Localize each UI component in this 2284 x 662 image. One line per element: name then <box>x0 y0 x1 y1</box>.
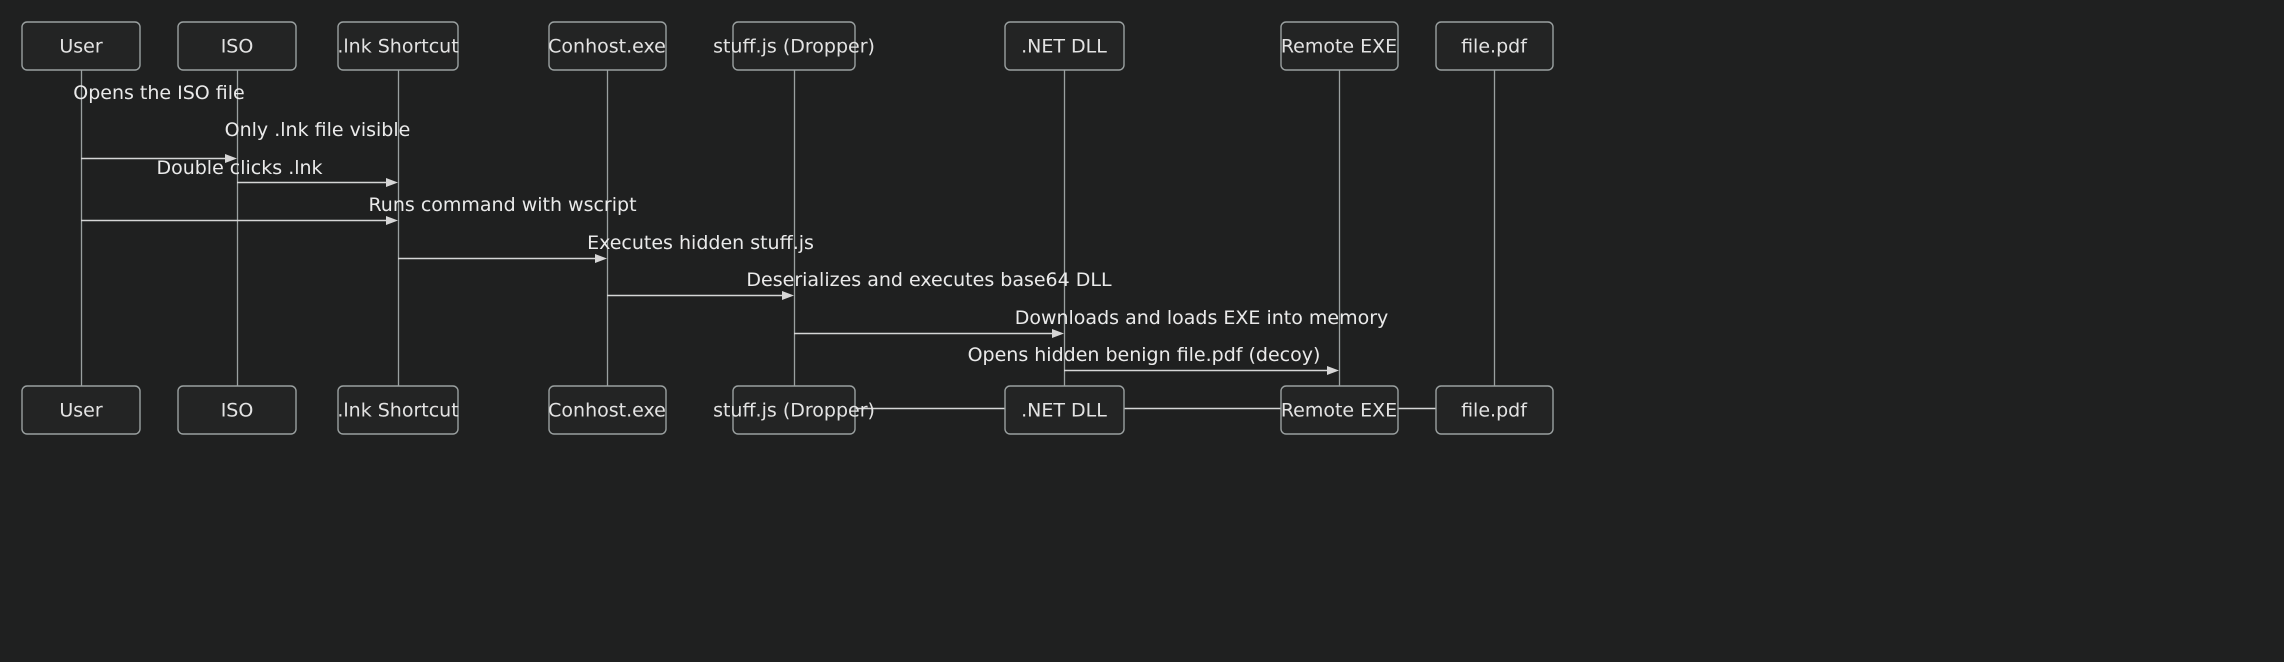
actor-top-user[interactable]: User <box>21 21 141 71</box>
actor-bottom-iso[interactable]: ISO <box>177 385 297 435</box>
actor-top-remote[interactable]: Remote EXE <box>1280 21 1399 71</box>
actor-label-remote: Remote EXE <box>1281 36 1397 58</box>
message-6: Deserializes and executes base64 DLL <box>746 269 1112 338</box>
message-5: Executes hidden stuff.js <box>587 232 814 300</box>
actor-box-remote <box>1280 385 1399 435</box>
actor-box-iso <box>177 385 297 435</box>
message-1: Opens the ISO file <box>73 82 245 163</box>
actor-bottom-netdll[interactable]: .NET DLL <box>1004 385 1125 435</box>
actor-box-conhost <box>548 385 667 435</box>
message-7: Downloads and loads EXE into memory <box>1015 307 1389 375</box>
actor-label-lnk: .lnk Shortcut <box>337 400 458 422</box>
actor-box-stuffjs <box>732 385 856 435</box>
actor-label-remote: Remote EXE <box>1281 400 1397 422</box>
message-arrowhead-7 <box>1327 366 1339 375</box>
message-arrowhead-2 <box>386 178 398 187</box>
message-arrowhead-4 <box>595 254 607 263</box>
message-label-7: Downloads and loads EXE into memory <box>1015 307 1389 329</box>
actor-top-iso[interactable]: ISO <box>177 21 297 71</box>
message-label-2: Only .lnk file visible <box>225 119 411 141</box>
message-label-5: Executes hidden stuff.js <box>587 232 814 254</box>
actor-top-lnk[interactable]: .lnk Shortcut <box>337 21 459 71</box>
top-actor-boxes-layer: User ISO .lnk Shortcut Conhost.exe stuff.js … <box>21 21 1554 71</box>
message-label-8: Opens hidden benign file.pdf (decoy) <box>968 344 1321 366</box>
actor-box-lnk <box>337 385 459 435</box>
actor-box-user <box>21 385 141 435</box>
actor-label-user: User <box>59 36 102 58</box>
actor-bottom-lnk[interactable]: .lnk Shortcut <box>337 385 459 435</box>
actor-label-iso: ISO <box>221 400 254 422</box>
message-label-4: Runs command with wscript <box>368 194 636 216</box>
actor-label-netdll: .NET DLL <box>1021 36 1107 58</box>
message-label-6: Deserializes and executes base64 DLL <box>746 269 1112 291</box>
bottom-actor-boxes-layer: User ISO .lnk Shortcut Conhost.exe stuff.js … <box>21 385 1554 435</box>
message-4: Runs command with wscript <box>368 194 637 263</box>
message-arrowhead-6 <box>1052 329 1064 338</box>
actor-label-filepdf: file.pdf <box>1461 400 1528 422</box>
actor-box-filepdf <box>1435 21 1554 71</box>
actor-bottom-user[interactable]: User <box>21 385 141 435</box>
actor-top-netdll[interactable]: .NET DLL <box>1004 21 1125 71</box>
actor-box-iso <box>177 21 297 71</box>
actor-bottom-conhost[interactable]: Conhost.exe <box>548 385 667 435</box>
actor-box-netdll <box>1004 385 1125 435</box>
actor-top-stuffjs[interactable]: stuff.js (Dropper) <box>713 21 875 71</box>
actor-box-lnk <box>337 21 459 71</box>
actor-label-stuffjs: stuff.js (Dropper) <box>713 36 875 58</box>
actor-label-filepdf: file.pdf <box>1461 36 1528 58</box>
actor-bottom-stuffjs[interactable]: stuff.js (Dropper) <box>713 385 875 435</box>
message-arrowhead-5 <box>782 291 794 300</box>
actor-box-netdll <box>1004 21 1125 71</box>
actor-label-lnk: .lnk Shortcut <box>337 36 458 58</box>
actor-label-netdll: .NET DLL <box>1021 400 1107 422</box>
actor-box-remote <box>1280 21 1399 71</box>
actor-bottom-filepdf[interactable]: file.pdf <box>1435 385 1554 435</box>
lifelines-layer <box>80 70 1496 386</box>
message-2: Only .lnk file visible <box>225 119 411 187</box>
actor-box-conhost <box>548 21 667 71</box>
message-label-1: Opens the ISO file <box>73 82 245 104</box>
actor-bottom-remote[interactable]: Remote EXE <box>1280 385 1399 435</box>
actor-top-filepdf[interactable]: file.pdf <box>1435 21 1554 71</box>
message-arrowhead-1 <box>225 154 237 163</box>
actor-label-conhost: Conhost.exe <box>548 36 666 58</box>
message-arrowhead-3 <box>386 216 398 225</box>
message-3: Double clicks .lnk <box>81 157 398 225</box>
actor-label-stuffjs: stuff.js (Dropper) <box>713 400 875 422</box>
actor-box-filepdf <box>1435 385 1554 435</box>
actor-box-user <box>21 21 141 71</box>
actor-box-stuffjs <box>732 21 856 71</box>
actor-label-user: User <box>59 400 102 422</box>
actor-label-iso: ISO <box>221 36 254 58</box>
message-label-3: Double clicks .lnk <box>156 157 322 179</box>
actor-label-conhost: Conhost.exe <box>548 400 666 422</box>
actor-top-conhost[interactable]: Conhost.exe <box>548 21 667 71</box>
